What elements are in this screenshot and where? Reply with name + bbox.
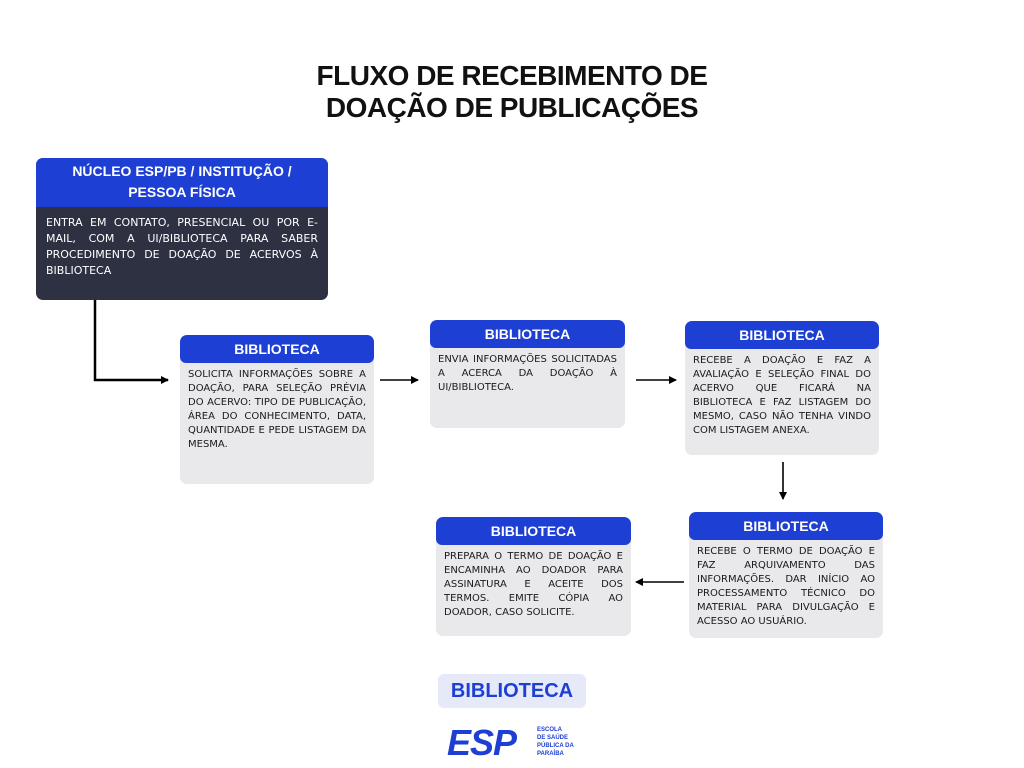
node-origin-body: ENTRA EM CONTATO, PRESENCIAL OU POR E-MA… <box>46 216 318 277</box>
node-step2: BIBLIOTECA ENVIA INFORMAÇÕES SOLICITADAS… <box>430 320 625 428</box>
node-origin: NÚCLEO ESP/PB / INSTITUÇÃO / PESSOA FÍSI… <box>36 158 328 300</box>
esp-logo: ESP ESCOLA DE SAÚDE PÚBLICA DA PARAÍBA <box>447 724 587 762</box>
node-step4: BIBLIOTECA RECEBE O TERMO DE DOAÇÃO E FA… <box>689 512 883 638</box>
node-step3-header: BIBLIOTECA <box>685 321 879 349</box>
logo-subtitle: ESCOLA DE SAÚDE PÚBLICA DA PARAÍBA <box>537 726 587 758</box>
node-step3: BIBLIOTECA RECEBE A DOAÇÃO E FAZ A AVALI… <box>685 321 879 455</box>
node-step1-header: BIBLIOTECA <box>180 335 374 363</box>
node-step1-body: SOLICITA INFORMAÇÕES SOBRE A DOAÇÃO, PAR… <box>188 369 366 450</box>
arrow-origin-to-step1 <box>93 300 169 384</box>
page-title: FLUXO DE RECEBIMENTO DE DOAÇÃO DE PUBLIC… <box>262 60 762 124</box>
node-step3-body: RECEBE A DOAÇÃO E FAZ A AVALIAÇÃO E SELE… <box>693 355 871 436</box>
footer-badge: BIBLIOTECA <box>438 674 586 708</box>
title-line-1: FLUXO DE RECEBIMENTO DE <box>316 60 708 91</box>
logo-main-text: ESP <box>447 722 517 763</box>
node-step4-body: RECEBE O TERMO DE DOAÇÃO E FAZ ARQUIVAME… <box>697 546 875 627</box>
node-step4-header: BIBLIOTECA <box>689 512 883 540</box>
logo-sub-line-3: PÚBLICA DA <box>537 743 574 749</box>
node-step5-header: BIBLIOTECA <box>436 517 631 545</box>
title-line-2: DOAÇÃO DE PUBLICAÇÕES <box>325 92 699 123</box>
logo-sub-line-1: ESCOLA <box>537 727 563 733</box>
node-step5-body: PREPARA O TERMO DE DOAÇÃO E ENCAMINHA AO… <box>444 551 623 618</box>
node-origin-header: NÚCLEO ESP/PB / INSTITUÇÃO / PESSOA FÍSI… <box>36 158 328 207</box>
node-step2-header: BIBLIOTECA <box>430 320 625 348</box>
node-step5: BIBLIOTECA PREPARA O TERMO DE DOAÇÃO E E… <box>436 517 631 636</box>
node-step1: BIBLIOTECA SOLICITA INFORMAÇÕES SOBRE A … <box>180 335 374 484</box>
logo-sub-line-2: DE SAÚDE <box>537 735 569 741</box>
node-step2-body: ENVIA INFORMAÇÕES SOLICITADAS A ACERCA D… <box>438 354 617 393</box>
logo-sub-line-4: PARAÍBA <box>537 751 564 757</box>
